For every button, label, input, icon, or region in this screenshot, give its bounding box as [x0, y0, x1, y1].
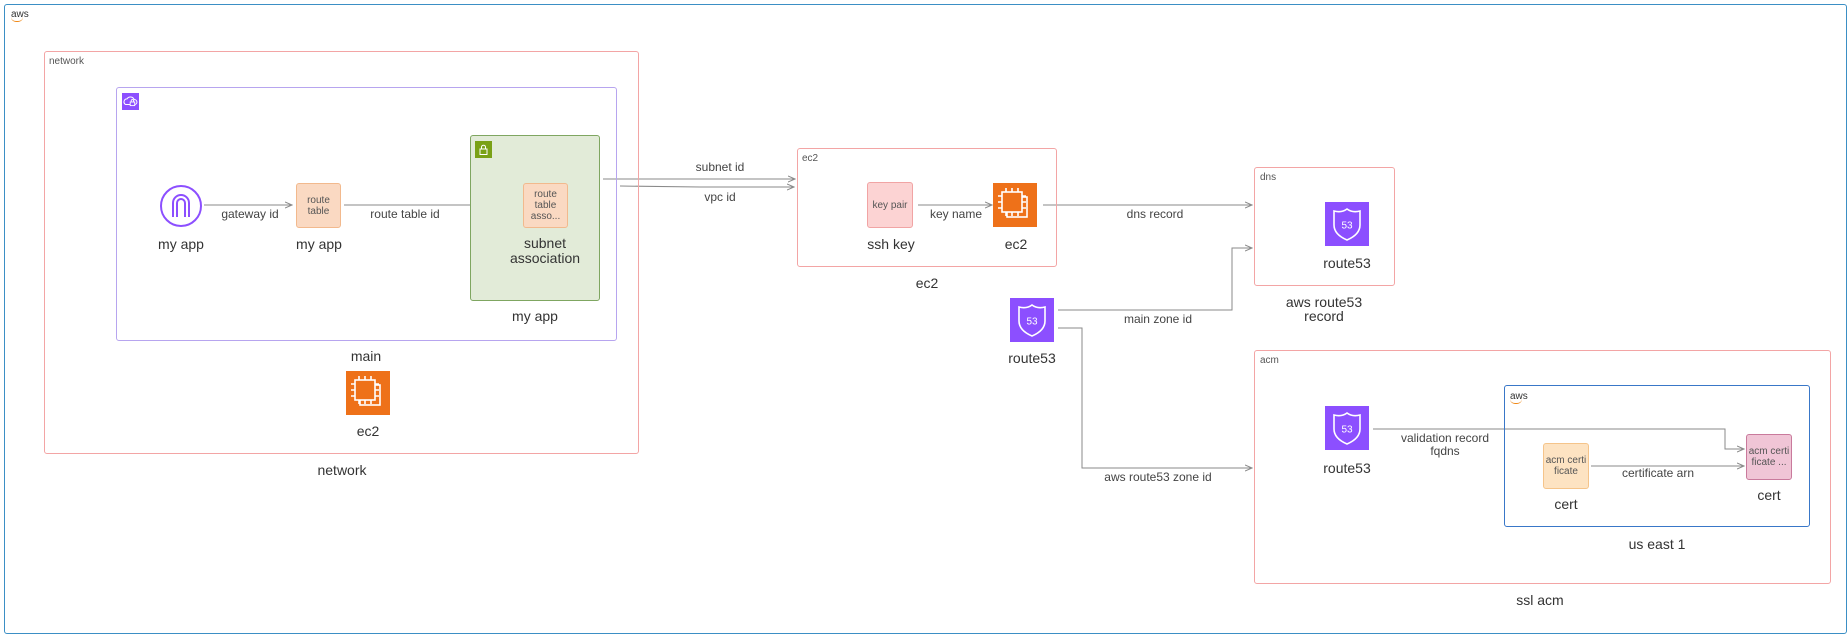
ec2-node[interactable]: [993, 183, 1037, 227]
vpc-group: [116, 87, 617, 341]
vpc-caption: main: [350, 348, 382, 364]
edge-vpc-id: [619, 186, 794, 187]
key-pair-node[interactable]: key pair: [867, 182, 913, 228]
ec2-label: ec2: [1004, 236, 1028, 252]
ec2-group: [797, 148, 1057, 267]
aws-logo-text: aws: [11, 9, 29, 20]
acm-certificate-label: cert: [1554, 496, 1578, 512]
acm-group-caption: ssl acm: [1516, 592, 1564, 608]
dns-route53-node[interactable]: [1325, 202, 1369, 246]
route53-shield-icon: [1325, 202, 1369, 246]
aws-smile-icon: [11, 17, 23, 22]
ec2-group-title: ec2: [802, 153, 819, 164]
edge-label-certificate-arn: certificate arn: [1621, 466, 1695, 480]
edge-label-aws-route53-zone-id: aws route53 zone id: [1104, 470, 1212, 484]
edge-label-route-table-id: route table id: [370, 207, 440, 221]
key-pair-label: ssh key: [867, 236, 915, 252]
route-table-association-label: subnet association: [509, 235, 581, 266]
subnet-caption: my app: [512, 308, 558, 324]
edge-label-gateway-id: gateway id: [221, 207, 279, 221]
acm-certificate-node[interactable]: acm certificate: [1543, 443, 1589, 489]
route-table-label: my app: [296, 236, 342, 252]
ec2-group-caption: ec2: [915, 275, 939, 291]
acm-route53-node[interactable]: [1325, 406, 1369, 450]
edge-main-zone-id: [1058, 248, 1252, 311]
acm-validation-node[interactable]: acm certificate ...: [1746, 434, 1792, 480]
route-table-text: route table: [307, 194, 330, 217]
dns-group: [1254, 167, 1395, 286]
route-table-association-text: route table asso...: [530, 189, 561, 222]
edge-label-vpc-id: vpc id: [704, 190, 736, 204]
region-aws-logo: aws: [1510, 392, 1528, 404]
network-group-caption: network: [317, 462, 367, 478]
dns-group-caption: aws route53 record: [1285, 294, 1363, 324]
ec2-chip-icon: [346, 371, 390, 415]
internet-gateway-icon: [160, 185, 202, 227]
acm-validation-label: cert: [1757, 487, 1781, 503]
edge-label-dns-record: dns record: [1126, 207, 1184, 221]
aws-smile-icon: [1510, 399, 1522, 404]
region-aws-logo-text: aws: [1510, 391, 1528, 402]
key-pair-text: key pair: [872, 199, 908, 211]
route53-shield-icon: [1325, 406, 1369, 450]
subnet-lock-icon: [475, 141, 492, 158]
route-table-node[interactable]: route table: [296, 183, 341, 228]
route53-label: route53: [1008, 350, 1056, 366]
network-ec2-node[interactable]: [346, 371, 390, 415]
route-table-association-node[interactable]: route table asso...: [523, 183, 568, 228]
dns-group-title: dns: [1260, 172, 1277, 183]
aws-logo: aws: [11, 10, 29, 22]
acm-group: [1254, 350, 1831, 584]
acm-route53-label: route53: [1323, 460, 1371, 476]
network-group-title: network: [49, 56, 85, 67]
route53-node[interactable]: [1010, 298, 1054, 342]
edge-validation-record-fqdns: [1373, 428, 1744, 449]
edge-label-validation-record-fqdns: validation record fqdns: [1400, 431, 1490, 458]
dns-route53-label: route53: [1323, 255, 1371, 271]
acm-certificate-text: acm certificate: [1545, 455, 1587, 477]
network-ec2-label: ec2: [356, 423, 380, 439]
edge-aws-route53-zone-id: [1058, 327, 1252, 468]
vpc-lock-icon: [122, 93, 139, 110]
ec2-chip-icon: [993, 183, 1037, 227]
route53-shield-icon: [1010, 298, 1054, 342]
region-caption: us east 1: [1628, 536, 1686, 552]
edge-label-key-name: key name: [929, 207, 983, 221]
internet-gateway-node[interactable]: [159, 184, 203, 228]
acm-group-title: acm: [1260, 355, 1279, 366]
region-group: [1504, 385, 1810, 527]
edge-label-subnet-id: subnet id: [695, 160, 745, 174]
internet-gateway-label: my app: [158, 236, 204, 252]
network-group: [44, 51, 639, 454]
acm-validation-text: acm certificate ...: [1748, 446, 1790, 468]
edge-label-main-zone-id: main zone id: [1123, 312, 1193, 326]
